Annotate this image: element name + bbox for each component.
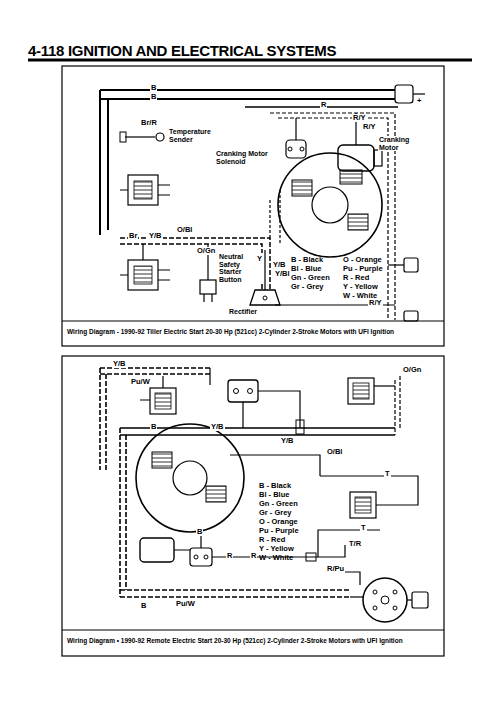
wire-code: R/Y	[362, 123, 377, 131]
diagram-caption: Wiring Diagram - 1990-92 Tiller Electric…	[66, 328, 395, 335]
color-key: Pu - Purple	[258, 527, 300, 535]
wire-code: B	[150, 84, 157, 92]
wire-code: Pu/W	[130, 378, 151, 386]
wire-code: R	[250, 552, 257, 560]
color-key: O - Orange	[342, 256, 383, 264]
wire-code: Y/B	[280, 437, 295, 445]
page-header: 4-118 IGNITION AND ELECTRICAL SYSTEMS	[28, 42, 336, 59]
color-key: Pu - Purple	[342, 265, 384, 273]
wire-code: O/Gn	[196, 247, 216, 255]
color-key: Gr - Grey	[258, 509, 293, 517]
wire-code: Y/B	[148, 232, 163, 240]
wire-code: Pu/W	[175, 600, 196, 608]
wire-code: O/Gn	[402, 366, 422, 374]
color-key: B - Black	[290, 256, 324, 264]
wire-code: R/Y	[352, 114, 367, 122]
wire-code: T/R	[348, 540, 362, 548]
wire-code: B	[140, 602, 147, 610]
color-key: O - Orange	[258, 518, 299, 526]
wire-code: R/Pu	[326, 565, 345, 573]
part-name: Cranking Motor Solenoid	[215, 150, 285, 165]
color-key: Gn - Green	[258, 500, 299, 508]
color-key: Bl - Blue	[290, 265, 322, 273]
wire-code: Y/B	[272, 261, 287, 269]
color-key: R - Red	[342, 274, 370, 282]
terminal-sign: +	[416, 97, 422, 105]
color-key: Bl - Blue	[258, 491, 290, 499]
wire-code: Y/B	[210, 423, 225, 431]
part-name: Temperature Sender	[168, 128, 230, 143]
wire-code: O/Bl	[326, 448, 343, 456]
wire-code: T	[384, 470, 391, 478]
color-key: R - Red	[258, 536, 286, 544]
color-key: B - Black	[258, 482, 292, 490]
color-key: Gr - Grey	[290, 283, 325, 291]
part-name: Rectifier	[228, 308, 258, 316]
wire-code: Br	[128, 232, 138, 240]
wire-code: Y	[256, 255, 263, 263]
wire-code: Br/R	[140, 119, 158, 127]
diagram-caption: Wiring Diagram • 1990-92 Remote Electric…	[66, 637, 404, 644]
color-key: Y - Yellow	[258, 545, 295, 553]
wire-code: B	[150, 93, 157, 101]
wire-code: R	[226, 552, 233, 560]
wire-code: B	[196, 528, 203, 536]
color-key: Y - Yellow	[342, 283, 379, 291]
wire-code: O/Bl	[176, 226, 193, 234]
wire-code: R	[320, 101, 327, 109]
wire-code: B	[150, 423, 157, 431]
wire-code: Y/Bl	[274, 270, 291, 278]
wire-code: T	[360, 524, 367, 532]
color-key: Gn - Green	[290, 274, 331, 282]
undefined: R/Y	[368, 299, 383, 307]
color-key: W - White	[258, 554, 294, 562]
part-name: Cranking Motor	[378, 136, 424, 151]
wire-code: Y/B	[112, 360, 127, 368]
